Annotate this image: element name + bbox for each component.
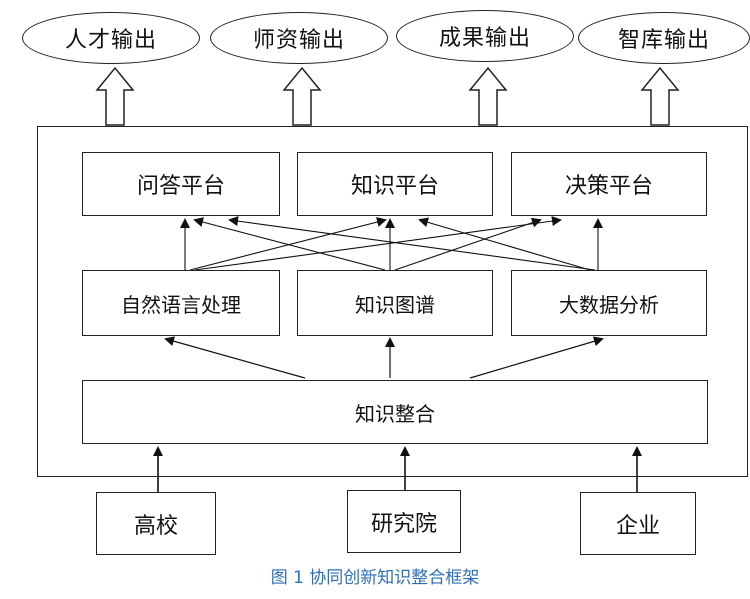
source-institute: 研究院 [347, 490, 461, 553]
arrow-integration-to-nlp [164, 336, 306, 379]
source-arrows [153, 446, 642, 492]
source-university: 高校 [96, 492, 216, 555]
arrow-nlp-to-knowledge [189, 217, 387, 271]
technology-to-platform-arrows [180, 216, 603, 271]
framework-container [37, 126, 748, 477]
arrow-kg-to-qa [193, 217, 386, 271]
platform-knowledge: 知识平台 [297, 152, 493, 216]
tech-knowledge-graph: 知识图谱 [297, 270, 493, 336]
hollow-arrows [95, 66, 680, 126]
arrow-bigdata-to-qa [228, 216, 596, 271]
source-enterprise: 企业 [580, 492, 696, 555]
hollow-arrow-teacher [282, 66, 322, 126]
arrow-bigdata-to-knowledge [418, 217, 591, 271]
platform-decision: 决策平台 [511, 152, 707, 216]
figure-caption: 图 1 协同创新知识整合框架 [270, 568, 480, 588]
arrow-kg-to-decision [394, 217, 542, 271]
hollow-arrow-talent [95, 66, 135, 126]
platform-qa: 问答平台 [82, 152, 280, 216]
arrow-nlp-to-decision [194, 216, 562, 271]
output-teachers: 师资输出 [210, 12, 388, 64]
hollow-arrow-thinktank [640, 66, 680, 126]
hollow-arrow-achievement [468, 66, 508, 126]
arrow-integration-to-bigdata [469, 336, 604, 379]
integration-arrows [164, 336, 604, 379]
output-talent: 人才输出 [22, 12, 200, 64]
tech-nlp: 自然语言处理 [82, 270, 280, 336]
knowledge-integration: 知识整合 [82, 380, 708, 444]
output-thinktank: 智库输出 [578, 12, 750, 64]
tech-big-data: 大数据分析 [511, 270, 707, 336]
output-achievements: 成果输出 [396, 10, 574, 62]
